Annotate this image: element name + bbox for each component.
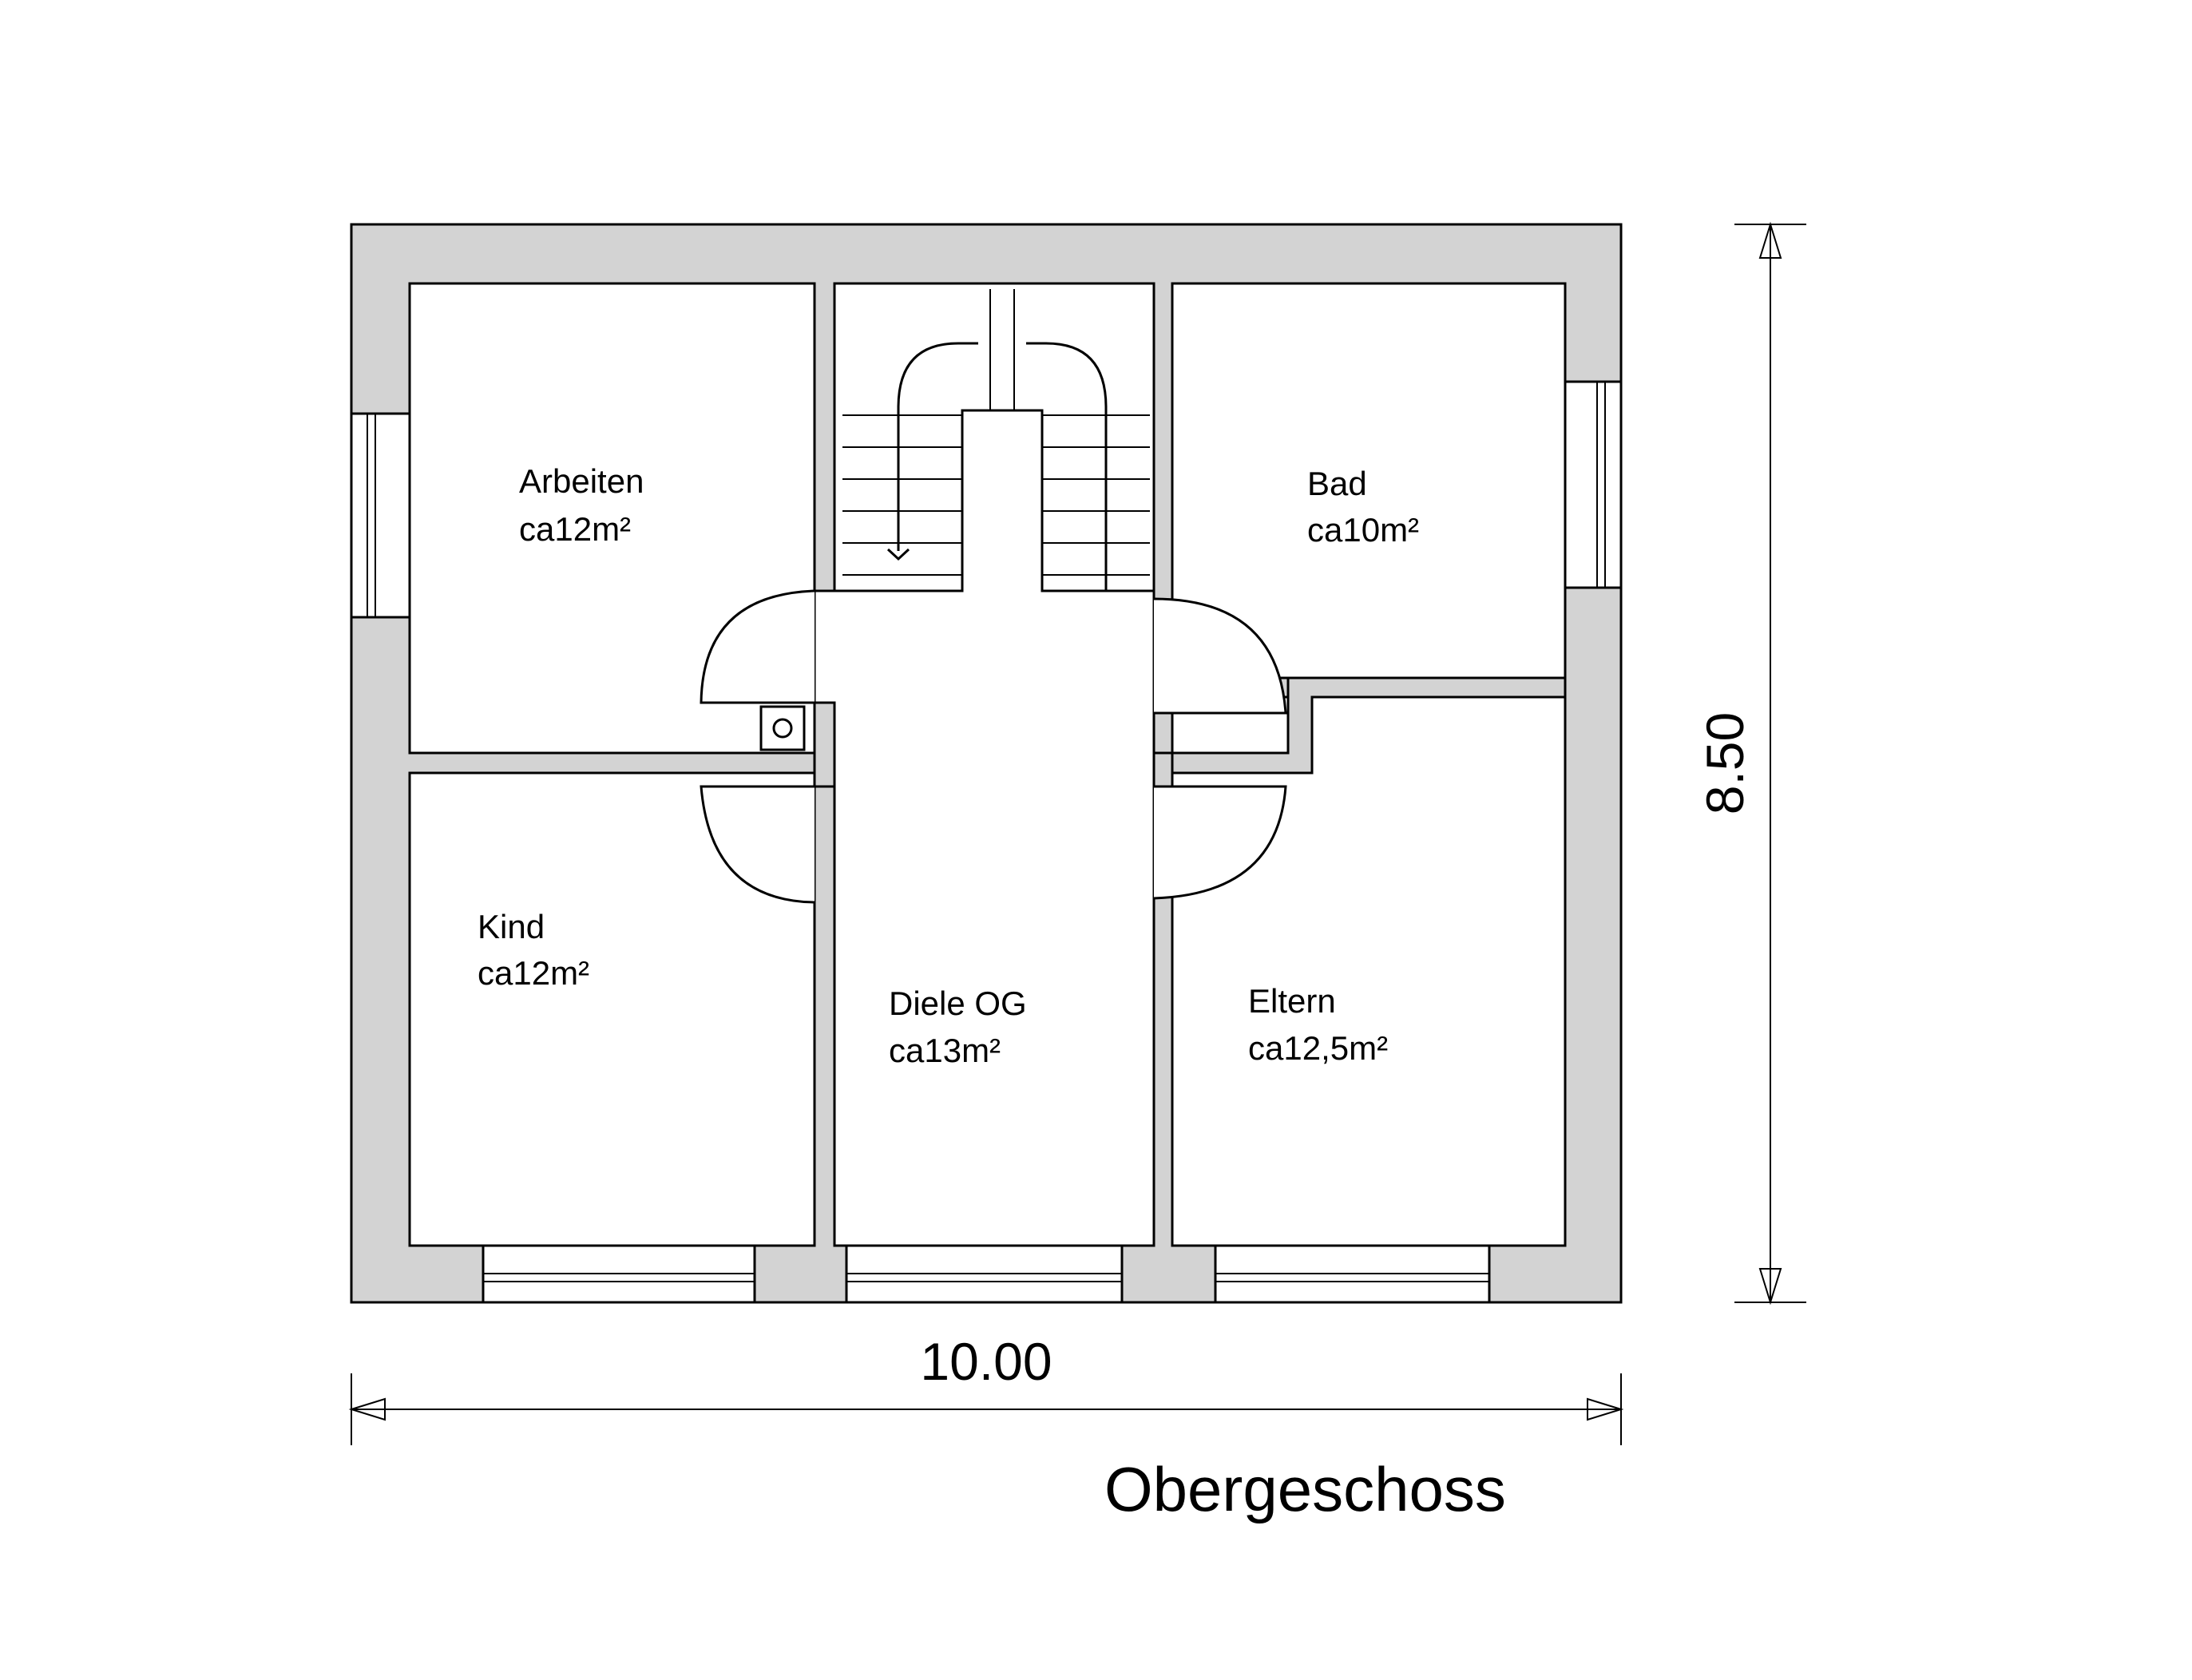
dimension-height	[1734, 221, 1806, 1306]
wall-stub-right	[1152, 711, 1174, 755]
room-bad	[1171, 282, 1567, 680]
door-bad	[1153, 597, 1287, 715]
dimension-width-label: 10.00	[920, 1332, 1052, 1391]
dimension-arrow-top-icon	[1758, 221, 1782, 259]
room-arbeiten-name: Arbeiten	[519, 462, 644, 500]
door-kind	[700, 785, 815, 904]
window-eltern	[1214, 1244, 1491, 1304]
room-diele-area: ca13m²	[889, 1032, 1001, 1069]
dimension-width	[348, 1373, 1624, 1445]
room-eltern-area: ca12,5m²	[1248, 1029, 1388, 1067]
window-kind	[482, 1244, 756, 1304]
window-bad	[1564, 380, 1623, 589]
stair-walkline	[897, 342, 1108, 591]
dimension-arrow-left-icon	[348, 1397, 386, 1421]
room-eltern	[1171, 695, 1567, 1247]
wall-stub-left	[813, 701, 836, 788]
dimension-height-label: 8.50	[1695, 712, 1754, 814]
room-kind-name: Kind	[478, 908, 545, 945]
dimension-arrow-bottom-icon	[1758, 1268, 1782, 1306]
room-diele-name: Diele OG	[889, 985, 1027, 1022]
room-eltern-name: Eltern	[1248, 982, 1336, 1020]
plan-title: Obergeschoss	[1104, 1454, 1506, 1524]
door-arbeiten	[700, 589, 815, 704]
room-arbeiten-area: ca12m²	[519, 510, 631, 548]
window-arbeiten	[350, 412, 411, 619]
stair-arrow-icon	[886, 548, 910, 561]
room-bad-name: Bad	[1307, 465, 1367, 502]
window-diele	[845, 1244, 1124, 1304]
shaft	[759, 705, 806, 751]
room-bad-area: ca10m²	[1307, 511, 1419, 549]
bad-eltern-wall-step	[1171, 676, 1567, 775]
shaft-icon	[772, 718, 793, 739]
stair-left	[842, 414, 962, 576]
stair-right	[1042, 414, 1150, 576]
bad-closet	[1171, 711, 1290, 755]
room-kind-area: ca12m²	[478, 954, 589, 992]
door-eltern	[1153, 785, 1287, 900]
dimension-arrow-right-icon	[1587, 1397, 1624, 1421]
